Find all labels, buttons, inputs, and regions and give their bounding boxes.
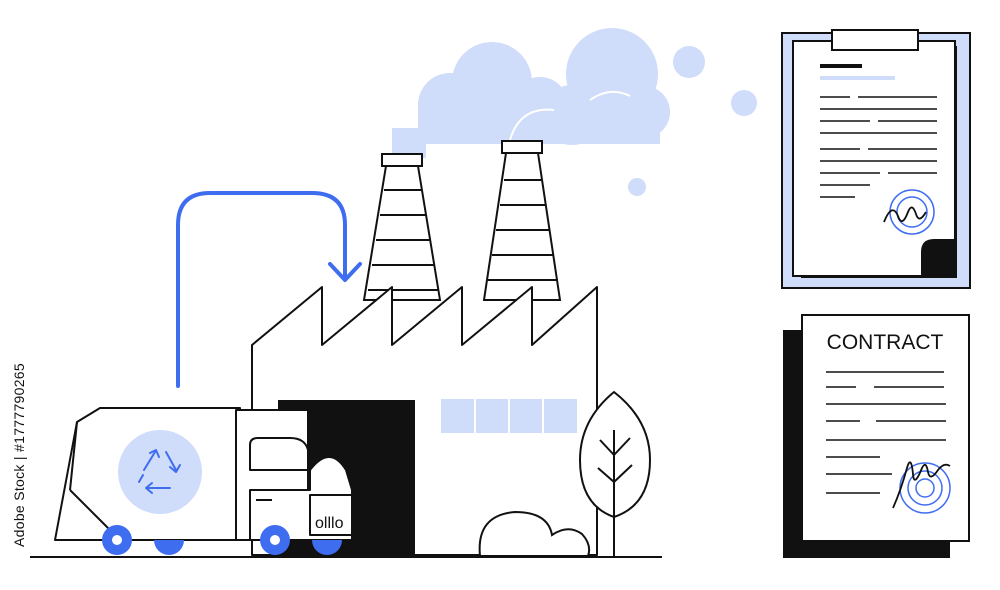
truck-wheels [102,525,342,555]
truck-grille-text: olllo [315,515,344,532]
factory-windows [439,397,579,435]
recycle-badge [118,430,202,514]
smoke-outlines [509,90,631,141]
contract-document: CONTRACT [783,314,970,558]
chimney-left [362,153,442,301]
smoke-clouds [392,28,757,196]
recycle-arrow [176,191,362,388]
tree [579,391,651,557]
clipboard-document [781,29,971,289]
garbage-truck [54,407,353,541]
contract-text-lines [826,371,946,494]
contract-title: CONTRACT [827,331,944,354]
chimney-right [482,140,562,301]
clipboard-seal-icon [883,189,935,235]
clipboard-text-lines [820,96,937,198]
contract-seal-icon [892,461,951,514]
bush [478,510,591,557]
recycle-icon [138,449,181,494]
